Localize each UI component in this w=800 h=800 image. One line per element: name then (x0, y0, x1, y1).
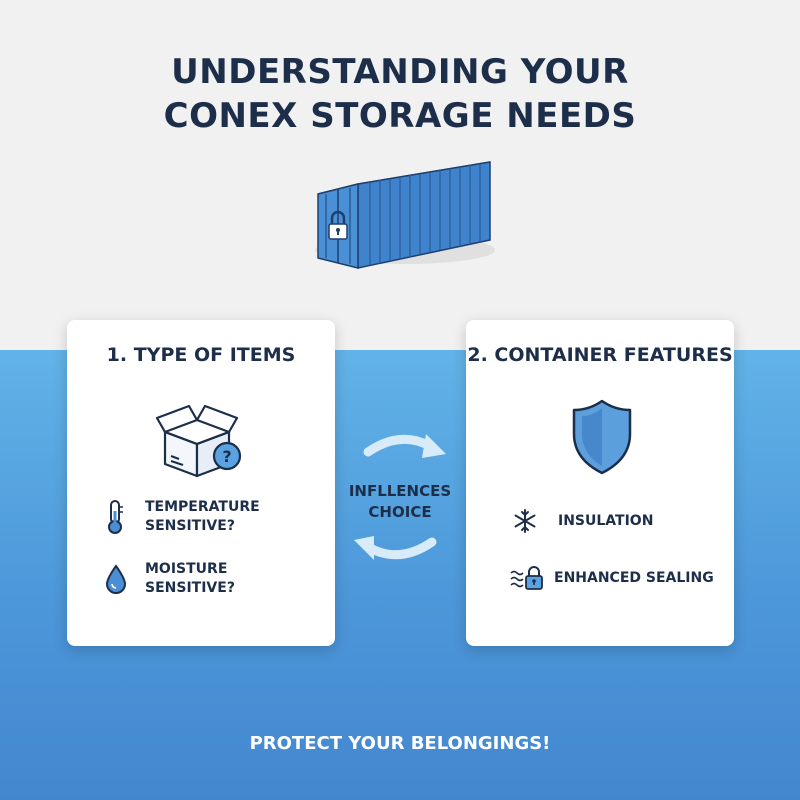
water-drop-icon (105, 564, 127, 594)
shield-icon (572, 399, 632, 475)
list-item: INSULATION (512, 508, 653, 534)
moisture-label: MOISTURE SENSITIVE? (145, 561, 235, 596)
cycle-arrows-icon (354, 434, 446, 560)
title-line-1: UNDERSTANDING YOUR (171, 52, 629, 92)
snowflake-icon (514, 509, 536, 533)
shipping-container-icon (315, 161, 495, 269)
insulation-label: INSULATION (558, 512, 654, 529)
type-of-items-card: 1. TYPE OF ITEMS ? TEMPERATURE SENSITIVE… (67, 320, 335, 646)
list-item: ENHANCED SEALING (510, 564, 714, 592)
card-heading: 1. TYPE OF ITEMS (106, 344, 296, 366)
container-features-card: 2. CONTAINER FEATURES INSULATION (466, 320, 734, 646)
box-question-icon: ? (155, 404, 242, 478)
top-background (0, 0, 800, 350)
temperature-label: TEMPERATURE SENSITIVE? (145, 499, 260, 534)
page-title: UNDERSTANDING YOUR CONEX STORAGE NEEDS (0, 50, 800, 138)
influences-choice-label: INFLLENCES CHOICE (348, 482, 452, 521)
svg-text:?: ? (222, 447, 231, 466)
list-item: MOISTURE SENSITIVE? (105, 560, 235, 598)
title-line-2: CONEX STORAGE NEEDS (163, 96, 637, 136)
footer-tagline: PROTECT YOUR BELONGINGS! (249, 733, 551, 754)
list-item: TEMPERATURE SENSITIVE? (105, 498, 260, 536)
thermometer-icon (108, 500, 123, 534)
card-heading: 2. CONTAINER FEATURES (467, 344, 733, 366)
enhanced-sealing-label: ENHANCED SEALING (554, 569, 714, 586)
seal-lock-icon (510, 566, 543, 590)
